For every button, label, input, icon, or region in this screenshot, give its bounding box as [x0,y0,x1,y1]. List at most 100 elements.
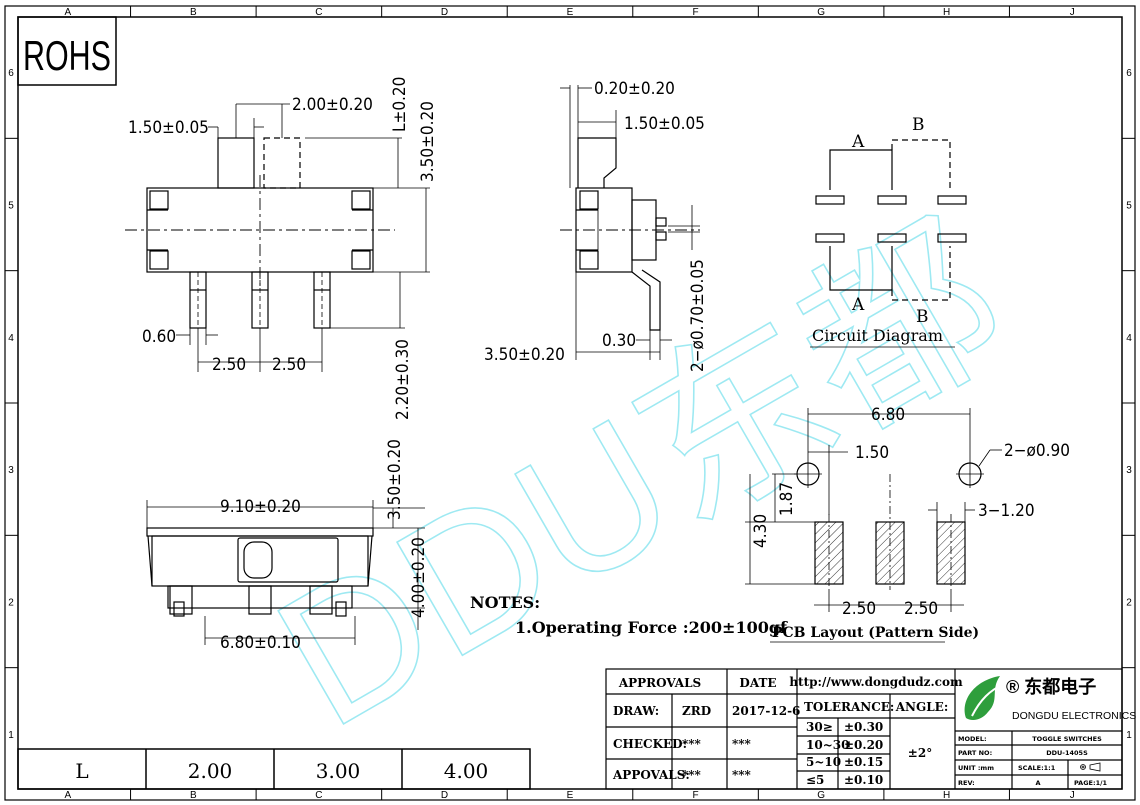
grid-row-label-left: 5 [8,201,14,212]
tol-value-2: ±0.20 [844,738,883,752]
side-pin-dia-label: 2−ø0.70±0.05 [688,259,708,372]
pcb-layout [745,408,1002,643]
grid-col-label-top: A [64,7,71,18]
side-depth-label: 3.50±0.20 [484,345,565,365]
tolerance-header: TOLERANCE: [804,700,894,714]
tol-range-3: 5~10 [806,755,841,769]
grid-row-label-right: 3 [1126,465,1132,476]
bottom-view [146,500,425,645]
page-label: PAGE:1/1 [1074,779,1107,787]
grid-col-label-top: C [315,7,322,18]
bottom-height-b-label: 4.00±0.20 [409,537,429,618]
grid-col-label-top: G [817,7,825,18]
grid-col-label-bottom: G [817,790,825,801]
pcb-pad-height-label: 4.30 [751,514,771,548]
grid-row-label-left: 2 [8,598,14,609]
appovals-label: APPOVALS: [612,768,690,782]
grid-row-label-right: 4 [1126,333,1132,344]
pcb-offset-label: 1.50 [855,443,889,463]
grid-col-label-top: D [441,7,448,18]
l-table-value-3: 4.00 [444,759,489,783]
side-lever-depth-label: 1.50±0.05 [624,114,705,134]
company-name-en: DONGDU ELECTRONICS [1012,710,1136,722]
angle-value: ±2° [908,746,932,760]
grid-row-label-left: 1 [8,730,14,741]
rohs-label: ROHS [23,32,111,79]
unit-label: UNIT :mm [958,764,994,772]
bottom-mount-spacing-label: 6.80±0.10 [220,633,301,653]
grid-col-label-top: F [693,7,699,18]
front-lever-travel-label: 2.00±0.20 [292,95,373,115]
tol-value-4: ±0.10 [844,773,883,787]
grid-col-label-bottom: F [693,790,699,801]
draw-date: 2017-12-6 [732,704,800,718]
side-view [560,85,700,360]
pcb-title: PCB Layout (Pattern Side) [772,625,979,641]
circuit-label-a-bottom: A [851,295,865,315]
appovals-name: *** [682,768,702,782]
projection-symbol-icon [1080,762,1101,772]
grid-row-label-right: 5 [1126,201,1132,212]
grid-col-label-top: E [567,7,574,18]
notes-line-1: 1.Operating Force :200±100gf [515,618,788,637]
grid-col-label-bottom: E [567,790,574,801]
company-logo [964,676,1005,720]
draw-label: DRAW: [613,704,659,718]
front-view [125,103,430,372]
appovals-date: *** [732,768,752,782]
pcb-hole-spacing-label: 6.80 [871,405,905,425]
title-block [605,668,1123,790]
grid-col-label-top: H [943,7,950,18]
l-table [17,748,531,790]
checked-label: CHECKED: [613,737,687,751]
notes-heading: NOTES: [470,593,540,612]
rev-value: A [1035,779,1040,787]
front-pin-length-label: 2.20±0.30 [393,339,413,420]
circuit-label-b-bottom: B [916,307,929,327]
pcb-row-offset-label: 1.87 [777,482,797,516]
front-pin-width-label: 0.60 [142,327,176,347]
bottom-length-label: 9.10±0.20 [220,497,301,517]
rohs-box [17,16,117,86]
front-pitch-right-label: 2.50 [272,355,306,375]
side-top-offset-label: 0.20±0.20 [594,79,675,99]
part-label: PART NO: [958,749,992,757]
angle-header: ANGLE: [895,700,949,714]
pcb-pitch-left-label: 2.50 [842,599,876,619]
front-lever-height-label: L±0.20 [390,77,410,132]
pcb-pitch-right-label: 2.50 [904,599,938,619]
side-pin-thickness-label: 0.30 [602,331,636,351]
front-lever-width-label: 1.50±0.05 [128,118,209,138]
grid-row-label-left: 3 [8,465,14,476]
bottom-height-a-label: 3.50±0.20 [385,439,405,520]
l-table-header: L [75,759,88,783]
grid-row-label-left: 6 [8,68,14,79]
grid-col-label-top: B [190,7,197,18]
circuit-diagram [810,139,967,348]
draw-name: ZRD [682,704,711,718]
tol-range-2: 10~30 [806,738,849,752]
pcb-hole-dia-label: 2−ø0.90 [1004,441,1070,461]
grid-col-label-bottom: H [943,790,950,801]
checked-name: *** [682,737,702,751]
grid-row-label-right: 1 [1126,730,1132,741]
scale-label: SCALE:1:1 [1018,764,1056,772]
tol-range-1: 30≥ [806,720,833,734]
circuit-label-b-top: B [912,115,925,135]
date-header: DATE [739,676,776,690]
grid-col-label-top: J [1070,7,1075,18]
checked-date: *** [732,737,752,751]
tol-value-1: ±0.30 [844,720,883,734]
website-link[interactable]: http://www.dongdudz.com [789,675,963,689]
company-name-cn: ® 东都电子 [1006,676,1096,697]
circuit-title: Circuit Diagram [812,326,943,345]
circuit-label-a-top: A [851,132,865,152]
rev-label: REV: [958,779,975,787]
tol-range-4: ≤5 [806,773,824,787]
grid-row-label-right: 2 [1126,598,1132,609]
front-body-height-label: 3.50±0.20 [418,101,438,182]
model-label: MODEL: [958,735,987,743]
grid-row-label-right: 6 [1126,68,1132,79]
